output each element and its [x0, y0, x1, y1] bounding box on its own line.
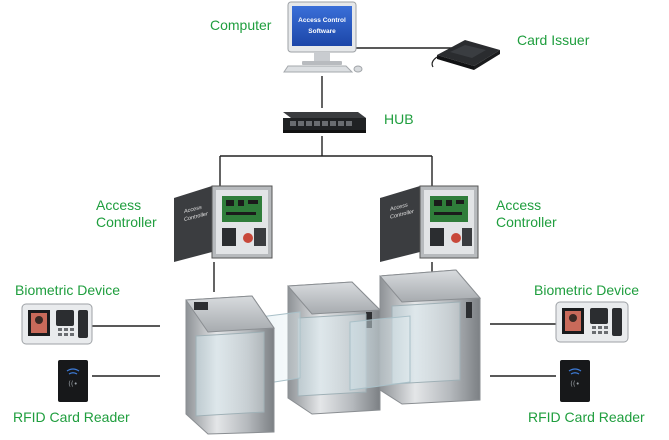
card-issuer-device: [431, 40, 500, 70]
screen-text-line2: Software: [308, 28, 336, 35]
label-access-controller-right-2: Controller: [496, 214, 557, 230]
computer: Access Control Software: [283, 1, 363, 73]
rfid-reader-left: ((•: [58, 360, 88, 402]
screen-text-line1: Access Control: [298, 17, 346, 24]
label-rfid-left: RFID Card Reader: [13, 409, 130, 425]
label-access-controller-right-1: Access: [496, 197, 542, 213]
svg-text:((•: ((•: [68, 380, 78, 388]
mouse: [353, 65, 363, 73]
label-hub: HUB: [384, 111, 414, 127]
keyboard: [283, 65, 354, 73]
monitor-stand: [314, 52, 330, 62]
label-biometric-right: Biometric Device: [534, 282, 640, 298]
biometric-device-right: [555, 301, 629, 343]
controller-board-right: [430, 196, 468, 222]
glass-wing-right: [349, 315, 411, 391]
cabinet-left-text-1: Access: [184, 205, 202, 215]
access-controller-left: Access Controller: [174, 185, 273, 262]
cabinet-left-text-2: Controller: [184, 211, 208, 223]
label-access-controller-left-2: Controller: [96, 214, 157, 230]
rfid-reader-right: ((•: [560, 360, 590, 402]
turnstile-gates: [185, 269, 482, 435]
monitor-screen: [292, 6, 352, 46]
cabinet-door-left: [174, 186, 212, 262]
biometric-device-left: [21, 303, 93, 345]
wiring: [92, 47, 556, 377]
controller-board-left: [222, 196, 262, 222]
monitor-base: [302, 61, 342, 65]
gate-pedestal-left: [185, 295, 275, 435]
cabinet-door-right: [380, 186, 420, 262]
label-computer: Computer: [210, 17, 272, 33]
label-access-controller-left-1: Access: [96, 197, 142, 213]
label-rfid-right: RFID Card Reader: [528, 409, 645, 425]
svg-text:((•: ((•: [570, 380, 580, 388]
cabinet-right-text-1: Access: [390, 202, 408, 212]
cabinet-right-text-2: Controller: [390, 209, 414, 221]
label-card-issuer: Card Issuer: [517, 32, 590, 48]
network-hub: [283, 112, 366, 133]
access-controller-right: Access Controller: [380, 185, 479, 262]
label-biometric-left: Biometric Device: [15, 282, 121, 298]
